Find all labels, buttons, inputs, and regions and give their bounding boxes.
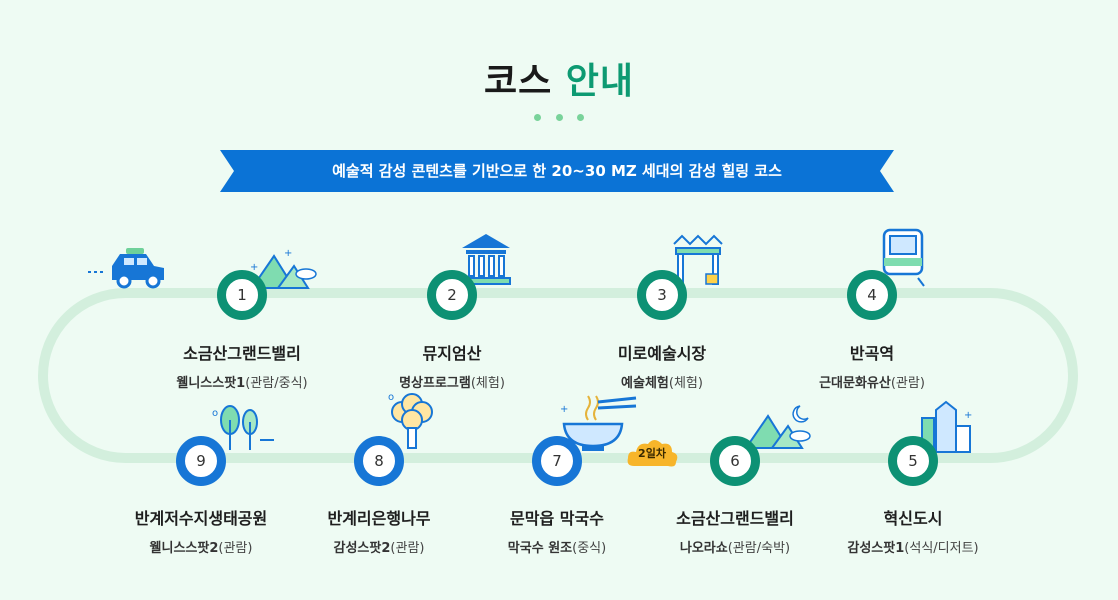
- stop-7-marker[interactable]: 7: [532, 436, 582, 486]
- stop-5-marker[interactable]: 5: [888, 436, 938, 486]
- stop-number: 8: [374, 452, 384, 470]
- stop-desc: 웰니스스팟1(관람/중식): [176, 376, 308, 391]
- stop-4-label: 반곡역 근대문화유산(관람): [762, 340, 982, 391]
- trees-icon: o: [212, 405, 274, 450]
- stop-name: 혁신도시: [883, 509, 943, 528]
- day2-badge-cloud: [627, 440, 678, 467]
- page-title: 코스 안내: [0, 52, 1118, 104]
- stop-name: 반계리은행나무: [327, 509, 431, 528]
- stop-desc: 감성스팟1(석식/디저트): [847, 541, 979, 556]
- market-gate-icon: [673, 234, 723, 285]
- stop-number: 5: [908, 452, 918, 470]
- stop-number: 9: [196, 452, 206, 470]
- stop-1-label: 소금산그랜드밸리 웰니스스팟1(관람/중식): [132, 340, 352, 391]
- stop-7-label: 문막읍 막국수 막국수 원조(중식): [447, 505, 667, 556]
- stop-desc: 근대문화유산(관람): [819, 376, 925, 391]
- stop-number: 4: [867, 286, 877, 304]
- stop-name: 반곡역: [849, 344, 895, 363]
- svg-text:o: o: [388, 392, 394, 403]
- stop-name: 소금산그랜드밸리: [676, 509, 794, 528]
- museum-icon: [461, 234, 511, 285]
- stop-desc: 감성스팟2(관람): [333, 541, 425, 556]
- svg-text:+: +: [560, 404, 568, 415]
- stop-3-marker[interactable]: 3: [637, 270, 687, 320]
- stop-number: 6: [730, 452, 740, 470]
- stop-desc: 막국수 원조(중식): [507, 541, 607, 556]
- subtitle-banner: 예술적 감성 콘텐츠를 기반으로 한 20~30 MZ 세대의 감성 힐링 코스: [220, 150, 894, 192]
- stop-number: 3: [657, 286, 667, 304]
- day2-badge: 2일차: [624, 436, 680, 472]
- title-part1: 코스: [483, 61, 553, 102]
- stop-desc: 웰니스스팟2(관람): [149, 541, 253, 556]
- stop-6-marker[interactable]: 6: [710, 436, 760, 486]
- banner-text: 예술적 감성 콘텐츠를 기반으로 한 20~30 MZ 세대의 감성 힐링 코스: [332, 162, 782, 180]
- stop-6-label: 소금산그랜드밸리 나오라쇼(관람/숙박): [625, 505, 845, 556]
- title-dots: [534, 114, 584, 121]
- noodle-bowl-icon: +: [560, 395, 637, 451]
- train-icon: [881, 228, 925, 287]
- badge-text: 2일차: [638, 447, 666, 460]
- svg-text:+: +: [964, 410, 972, 421]
- stop-number: 2: [447, 286, 457, 304]
- stop-2-label: 뮤지엄산 명상프로그램(체험): [342, 340, 562, 391]
- stop-4-marker[interactable]: 4: [847, 270, 897, 320]
- stop-5-label: 혁신도시 감성스팟1(석식/디저트): [803, 505, 1023, 556]
- night-mountain-icon: [744, 405, 811, 449]
- stop-1-marker[interactable]: 1: [217, 270, 267, 320]
- stop-desc: 나오라쇼(관람/숙박): [679, 541, 791, 556]
- stop-desc: 예술체험(체험): [621, 376, 703, 391]
- stop-9-label: 반계저수지생태공원 웰니스스팟2(관람): [91, 505, 311, 556]
- stop-name: 뮤지엄산: [422, 344, 482, 363]
- stop-name: 미로예술시장: [617, 344, 707, 363]
- stop-name: 반계저수지생태공원: [134, 509, 268, 528]
- svg-text:+: +: [284, 248, 292, 259]
- svg-text:+: +: [250, 262, 258, 273]
- stop-name: 소금산그랜드밸리: [183, 344, 301, 363]
- stop-number: 1: [237, 286, 247, 304]
- stop-name: 문막읍 막국수: [510, 509, 604, 528]
- stop-desc: 명상프로그램(체험): [399, 376, 505, 391]
- title-part2: 안내: [565, 61, 635, 102]
- stop-8-label: 반계리은행나무 감성스팟2(관람): [269, 505, 489, 556]
- stop-2-marker[interactable]: 2: [427, 270, 477, 320]
- stop-8-marker[interactable]: 8: [354, 436, 404, 486]
- stop-number: 7: [552, 452, 562, 470]
- stop-9-marker[interactable]: 9: [176, 436, 226, 486]
- car-icon: [88, 248, 164, 289]
- stop-3-label: 미로예술시장 예술체험(체험): [552, 340, 772, 391]
- ginkgo-tree-icon: o: [388, 392, 433, 449]
- svg-text:o: o: [212, 408, 218, 419]
